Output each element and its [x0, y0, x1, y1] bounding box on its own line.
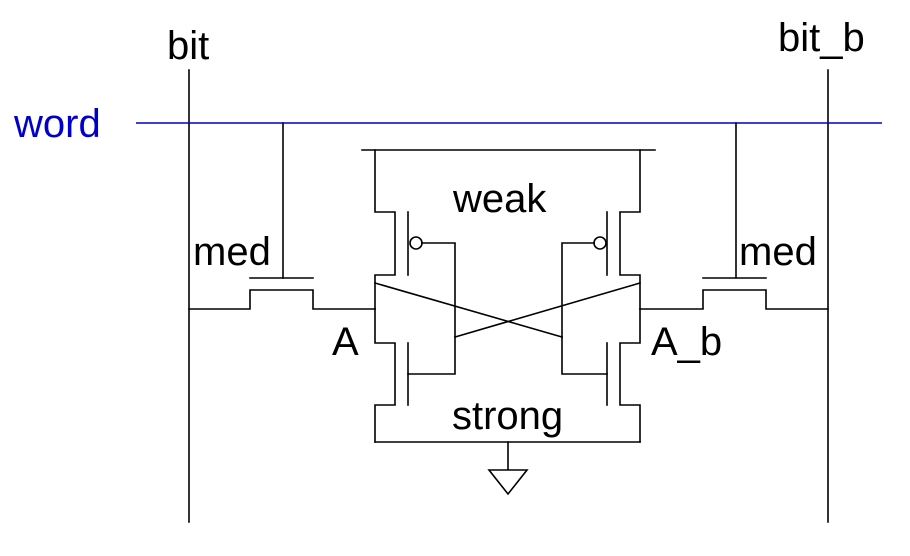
left-access-transistor: [188, 122, 376, 310]
strong-label: strong: [452, 394, 564, 438]
node-a-b-label: A_b: [651, 320, 723, 364]
right-nmos-transistor: [561, 308, 641, 443]
cross-couple-wire-a-b: [454, 282, 641, 338]
word-label: word: [14, 102, 101, 146]
med-left-label: med: [193, 230, 271, 274]
cross-couple-wire-a: [374, 282, 563, 338]
right-pmos-transistor: [561, 149, 641, 338]
weak-label: weak: [453, 177, 547, 221]
right-access-transistor: [639, 122, 829, 310]
left-nmos-transistor: [374, 308, 456, 443]
bit-b-label: bit_b: [778, 16, 865, 60]
ground-icon: [487, 469, 529, 496]
node-a-label: A: [332, 320, 359, 364]
med-right-label: med: [739, 230, 817, 274]
bit-label: bit: [167, 24, 210, 68]
left-pmos-transistor: [374, 149, 456, 338]
